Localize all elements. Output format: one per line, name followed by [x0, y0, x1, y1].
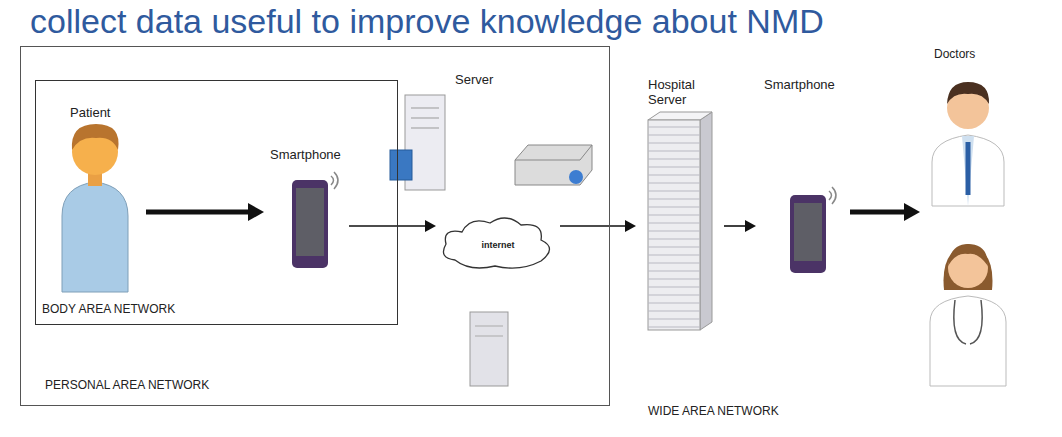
smartphone-icon — [296, 188, 324, 256]
node-label: Doctors — [934, 48, 975, 62]
server-icons — [569, 170, 583, 184]
flow-arrow — [349, 220, 436, 232]
flow-arrow — [724, 220, 756, 232]
doctor-figures — [930, 296, 1006, 386]
patient-node: Patient — [58, 104, 142, 292]
patient-figure — [72, 124, 119, 150]
server-icons — [470, 312, 508, 386]
flow-arrow — [560, 220, 636, 232]
node-label: Smartphone — [764, 78, 835, 93]
arrow-head — [248, 203, 264, 221]
network-region: BODY AREA NETWORK PatientSmartphone — [35, 80, 398, 325]
smartphone-icon — [790, 187, 836, 273]
node-label: Patient — [70, 106, 110, 121]
server-icons — [411, 118, 439, 119]
smartphone-icon — [794, 203, 822, 261]
flow-arrow — [850, 203, 920, 221]
node-label: Hospital Server — [648, 78, 710, 108]
doctor-figures — [966, 142, 971, 195]
arrow-head — [745, 220, 756, 232]
hospital-server-icon — [648, 120, 700, 330]
smartphone-icon — [790, 195, 826, 273]
smartphone-icon — [292, 172, 338, 268]
server-icons — [475, 326, 503, 327]
server-node: Hospital Server — [640, 76, 720, 334]
server-icons — [411, 108, 439, 109]
server-icons — [390, 95, 592, 386]
smartphone-icon — [829, 187, 836, 204]
doctor-figures — [962, 136, 974, 206]
server-icons — [390, 150, 412, 180]
arrow-shaft — [349, 225, 427, 227]
hospital-server-icon — [700, 112, 712, 330]
server-label: Server — [455, 72, 493, 87]
server-icons — [475, 336, 503, 337]
server-icons — [411, 128, 439, 129]
doctor-figures — [944, 244, 993, 290]
cloud-node: internet — [440, 222, 556, 268]
network-region: PERSONAL AREA NETWORK BODY AREA NETWORK Pa… — [20, 46, 610, 406]
arrow-head — [625, 220, 636, 232]
doctor-figures — [948, 244, 988, 266]
smartphone-icon — [331, 172, 338, 189]
network-region-label: WIDE AREA NETWORK — [648, 404, 779, 418]
slide-title: collect data useful to improve knowledge… — [30, 2, 824, 41]
doctor-figures — [932, 135, 1004, 206]
arrow-shaft — [724, 225, 747, 227]
doctors-node: Doctors — [924, 44, 1020, 394]
patient-figure — [62, 182, 128, 292]
arrow-shaft — [560, 225, 627, 227]
arrow-head — [425, 220, 436, 232]
doctor-figures — [930, 82, 1006, 386]
hospital-server-icon — [648, 112, 712, 330]
server-icons — [515, 160, 580, 161]
device-node: Smartphone — [760, 76, 846, 274]
node-label: Smartphone — [270, 148, 341, 163]
node-label: internet — [440, 240, 556, 250]
arrow-head — [904, 203, 920, 221]
flow-arrow — [146, 203, 264, 221]
hospital-server-icon — [648, 120, 700, 330]
node-label: PERSONAL AREA NETWORK — [45, 379, 209, 393]
device-node: Smartphone — [268, 146, 345, 272]
server-icons — [515, 145, 592, 185]
server-icons — [580, 145, 592, 160]
doctor-figures — [954, 300, 982, 344]
arrow-shaft — [850, 210, 907, 215]
hospital-server-icon — [648, 112, 712, 120]
doctor-figures — [947, 82, 989, 104]
arrow-shaft — [146, 210, 251, 215]
node-label: BODY AREA NETWORK — [42, 303, 175, 317]
smartphone-icon — [292, 180, 328, 268]
patient-figure — [62, 124, 128, 292]
